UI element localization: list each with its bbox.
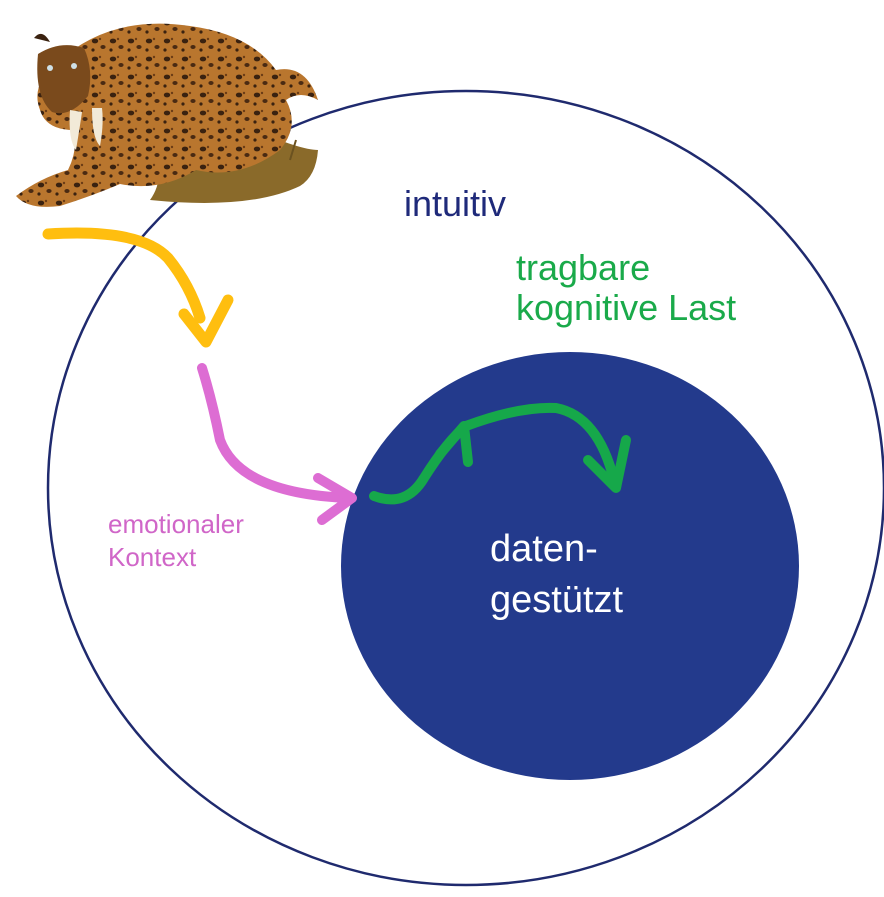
label-cognitive-load: tragbare kognitive Last bbox=[516, 247, 737, 329]
pink-arrow bbox=[197, 363, 357, 525]
green-arrow bbox=[369, 402, 631, 505]
label-data-driven-line2: gestützt bbox=[490, 579, 624, 622]
label-cognitive-load-line1: tragbare bbox=[516, 247, 651, 288]
label-data-driven: daten- gestützt bbox=[490, 524, 623, 627]
label-cognitive-load-line2: kognitive Last bbox=[516, 287, 737, 329]
inner-circle-data-driven bbox=[341, 352, 799, 780]
label-emotional-context-line2: Kontext bbox=[108, 541, 197, 572]
yellow-arrow bbox=[42, 227, 234, 348]
outer-circle-intuitive bbox=[46, 89, 884, 887]
sabre-tooth-tiger-image bbox=[16, 23, 318, 207]
label-emotional-context: emotionaler Kontext bbox=[108, 508, 244, 573]
label-data-driven-line1: daten- bbox=[490, 528, 598, 570]
label-emotional-context-line1: emotionaler bbox=[108, 509, 244, 539]
label-intuitive: intuitiv bbox=[404, 183, 507, 224]
